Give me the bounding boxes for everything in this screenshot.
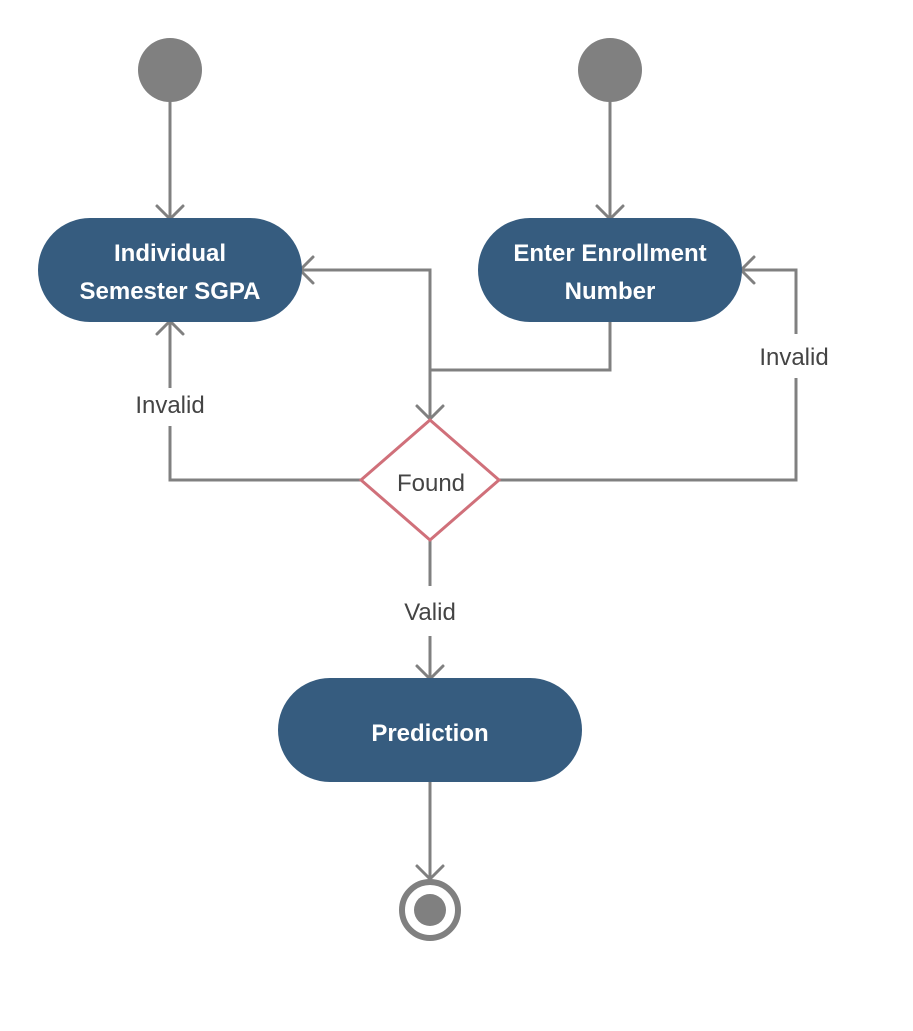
decision-label: Found — [397, 470, 465, 497]
activity-individual-semester-sgpa: Individual Semester SGPA — [38, 218, 302, 322]
activity-label-line-2: Number — [565, 278, 656, 305]
edge-enroll-to-found — [430, 321, 612, 372]
activity-label-line-1: Individual — [114, 240, 226, 267]
activity-label-line-2: Semester SGPA — [80, 278, 261, 305]
edge-label-invalid-left-text: Invalid — [135, 392, 204, 419]
initial-node-right — [578, 38, 642, 102]
decision-found: Found — [358, 418, 502, 542]
final-node — [399, 879, 461, 941]
activity-prediction: Prediction — [278, 678, 582, 782]
edge-found-to-sgpa-invalid — [168, 321, 362, 482]
edge-label-valid-text: Valid — [404, 599, 456, 626]
edge-sgpa-found-link — [300, 268, 432, 419]
edge-label-invalid-left: Invalid — [128, 388, 212, 426]
activity-label-line-1: Enter Enrollment — [513, 240, 706, 267]
initial-node-left — [138, 38, 202, 102]
edge-label-invalid-right: Invalid — [754, 334, 838, 378]
edge-label-invalid-right-text: Invalid — [759, 344, 828, 371]
activity-label: Prediction — [371, 720, 488, 747]
edge-label-valid: Valid — [396, 586, 464, 636]
activity-enter-enrollment-number: Enter Enrollment Number — [478, 218, 742, 322]
